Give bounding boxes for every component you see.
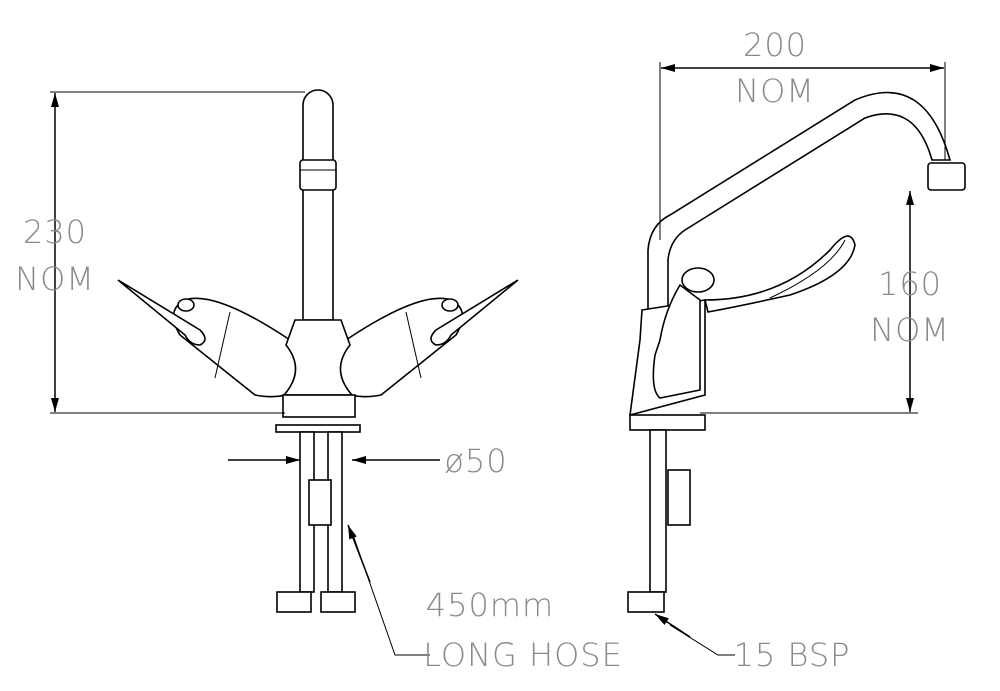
side-hose-nut bbox=[627, 591, 665, 613]
diameter-dimension: ø50 bbox=[228, 442, 507, 480]
hose-note: LONG HOSE bbox=[423, 636, 623, 674]
height-dimension: 230 NOM bbox=[15, 91, 305, 414]
supply-hoses bbox=[276, 431, 356, 613]
connection-label: 15 BSP bbox=[734, 636, 851, 674]
reach-value: 200 bbox=[743, 26, 807, 64]
spout-height-dimension: 160 NOM bbox=[700, 191, 950, 414]
hose-nut-right bbox=[320, 591, 356, 613]
spout-height-note: NOM bbox=[870, 311, 950, 349]
left-lever bbox=[117, 279, 307, 398]
side-view-tap bbox=[627, 91, 966, 613]
front-view-tap bbox=[117, 89, 519, 613]
hose-nut-left bbox=[276, 591, 312, 613]
height-note: NOM bbox=[15, 260, 95, 298]
side-base bbox=[629, 414, 706, 431]
swivel-spout bbox=[647, 91, 952, 321]
spout-tube bbox=[302, 89, 334, 321]
diameter-label: ø50 bbox=[444, 442, 507, 480]
base-plate bbox=[282, 394, 356, 418]
side-lever bbox=[703, 235, 856, 313]
spout-nozzle bbox=[927, 162, 966, 191]
hose-length: 450mm bbox=[426, 586, 554, 624]
tap-body bbox=[282, 319, 354, 396]
reach-dimension: 200 NOM bbox=[659, 26, 946, 240]
hose-length-callout: 450mm LONG HOSE bbox=[347, 524, 623, 674]
reach-note: NOM bbox=[735, 72, 815, 110]
height-value: 230 bbox=[23, 213, 87, 251]
connection-callout: 15 BSP bbox=[654, 613, 851, 674]
right-lever bbox=[329, 279, 519, 398]
spout-collar bbox=[299, 159, 337, 191]
spout-height-value: 160 bbox=[878, 265, 942, 303]
